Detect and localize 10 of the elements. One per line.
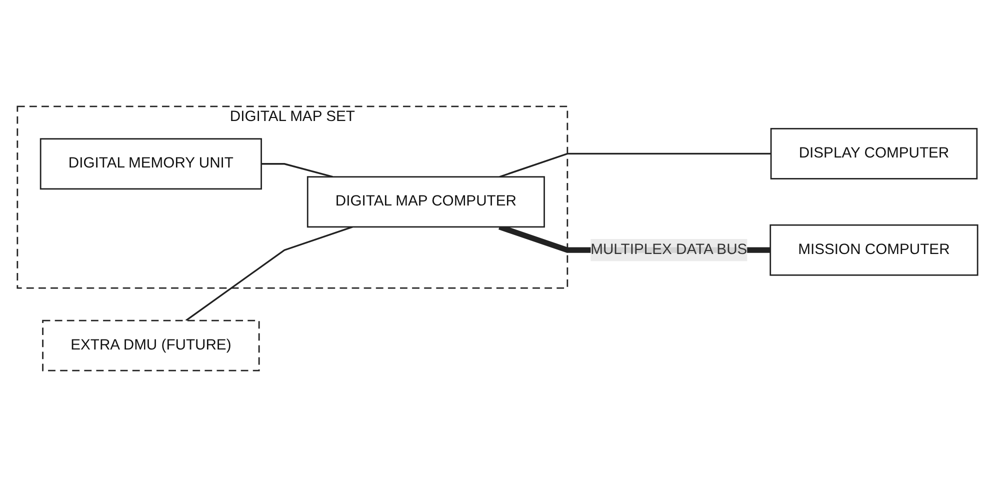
node-box <box>40 138 262 190</box>
node-box <box>42 320 260 372</box>
connector <box>499 152 772 178</box>
node-box <box>770 128 978 180</box>
cluster <box>16 106 568 289</box>
node-box <box>770 224 978 276</box>
block-diagram: DIGITAL MAP SET MULTIPLEX DATA BUS DIGITAL MEMORY UNIT DIGITAL MAP COMPUTER DISPLAY COMPUTER EXTRA DMU (FUTURE) MISSION COMPUTER <box>10 99 985 378</box>
connector <box>261 163 333 178</box>
node-box <box>306 176 545 228</box>
connector <box>185 226 353 322</box>
